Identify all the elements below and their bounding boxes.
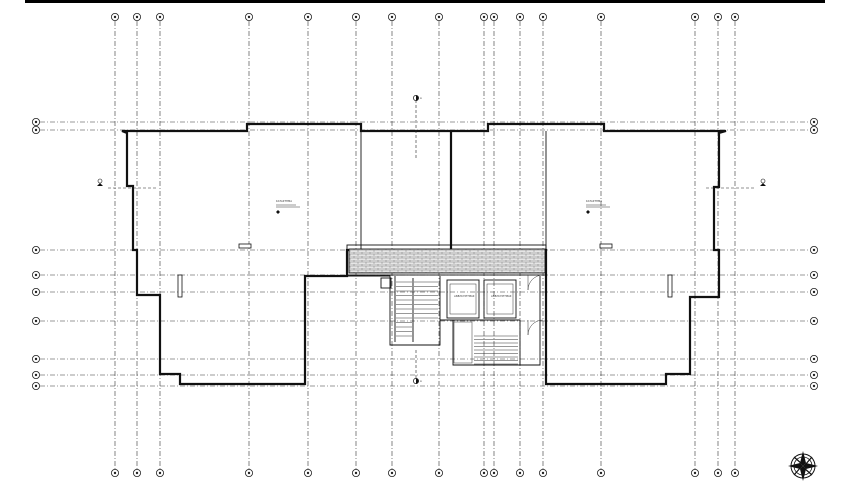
section-mark-bottom: A: [413, 378, 422, 384]
grid-bubble: [32, 118, 41, 127]
grid-bubble: [489, 468, 498, 477]
room-tag-left: ΚΑΤΑΣΤΗΜΑ: [276, 199, 300, 214]
grid-bubble: [387, 468, 396, 477]
grid-bubble: [731, 12, 740, 21]
grid-bubble: [539, 468, 548, 477]
grid-bubble: [132, 468, 141, 477]
grid-bubble: [810, 316, 819, 325]
column-2: [667, 274, 673, 298]
grid-bubble: [516, 12, 525, 21]
north-arrow-icon: [788, 451, 818, 481]
grid-bubble: [111, 468, 120, 477]
grid-bubble: [597, 12, 606, 21]
svg-text:A: A: [420, 96, 422, 100]
grid-bubble: [434, 12, 443, 21]
grid-bubble: [351, 12, 360, 21]
grid-bubble: [111, 12, 120, 21]
door-swing-1: [527, 274, 544, 291]
grid-bubble: [516, 468, 525, 477]
grid-bubble: [32, 370, 41, 379]
grid-bubble: [387, 12, 396, 21]
shaft: [380, 277, 392, 289]
elevator-2: [483, 279, 517, 319]
elevator-label-1: ΑΝΕΛΚΥΣΤΗΡΑΣ: [454, 294, 475, 298]
grid-bubble: [489, 12, 498, 21]
room-label-left: ΚΑΤΑΣΤΗΜΑ: [276, 199, 292, 203]
grid-bubble: [479, 12, 488, 21]
grid-bubble: [32, 354, 41, 363]
level-mark-right: [760, 178, 766, 186]
elevator-1: [446, 279, 480, 319]
grid-bubble: [32, 245, 41, 254]
grid-bubble: [714, 468, 723, 477]
grid-bubble: [32, 381, 41, 390]
grid-bubbles: [32, 12, 819, 477]
grid-bubble: [155, 12, 164, 21]
grid-bubble: [731, 468, 740, 477]
grid-bubble: [32, 126, 41, 135]
stair-left: [396, 281, 438, 337]
grid-bubble: [810, 287, 819, 296]
grid-bubble: [810, 245, 819, 254]
column-3: [238, 243, 252, 249]
grid-bubble: [244, 12, 253, 21]
grid-bubble: [691, 12, 700, 21]
grid-bubble: [810, 354, 819, 363]
hatched-core-band: [348, 248, 546, 274]
grid-bubble: [32, 287, 41, 296]
level-mark-left: [97, 178, 103, 186]
grid-bubble: [597, 468, 606, 477]
grid-bubble: [32, 316, 41, 325]
grid-bubble: [434, 468, 443, 477]
grid-bubble: [691, 468, 700, 477]
grid-bubble: [244, 468, 253, 477]
grid-bubble: [810, 126, 819, 135]
outer-wall: [121, 122, 727, 386]
grid-bubble: [132, 12, 141, 21]
door-swing-2: [527, 319, 544, 336]
grid-bubble: [539, 12, 548, 21]
column-1: [177, 274, 183, 298]
stair-right: [453, 321, 518, 365]
room-label-right: ΚΑΤΑΣΤΗΜΑ: [586, 199, 602, 203]
core-outline: [346, 244, 547, 276]
grid-bubble: [32, 270, 41, 279]
room-tag-right: ΚΑΤΑΣΤΗΜΑ: [586, 199, 610, 214]
section-mark-top: A: [413, 95, 422, 101]
grid-bubble: [810, 118, 819, 127]
grid-bubble: [810, 370, 819, 379]
grid-bubble: [351, 468, 360, 477]
grid-bubble: [303, 468, 312, 477]
core-walls: [305, 275, 541, 366]
elevator-label-2: ΑΝΕΛΚΥΣΤΗΡΑΣ: [491, 294, 512, 298]
column-4: [599, 243, 613, 249]
svg-text:A: A: [420, 379, 422, 383]
grid-bubble: [810, 270, 819, 279]
grid-bubble: [155, 468, 164, 477]
grid-bubble: [714, 12, 723, 21]
grid-bubble: [810, 381, 819, 390]
title-bar-rule: [25, 0, 825, 3]
grid-bubble: [303, 12, 312, 21]
grid-bubble: [479, 468, 488, 477]
